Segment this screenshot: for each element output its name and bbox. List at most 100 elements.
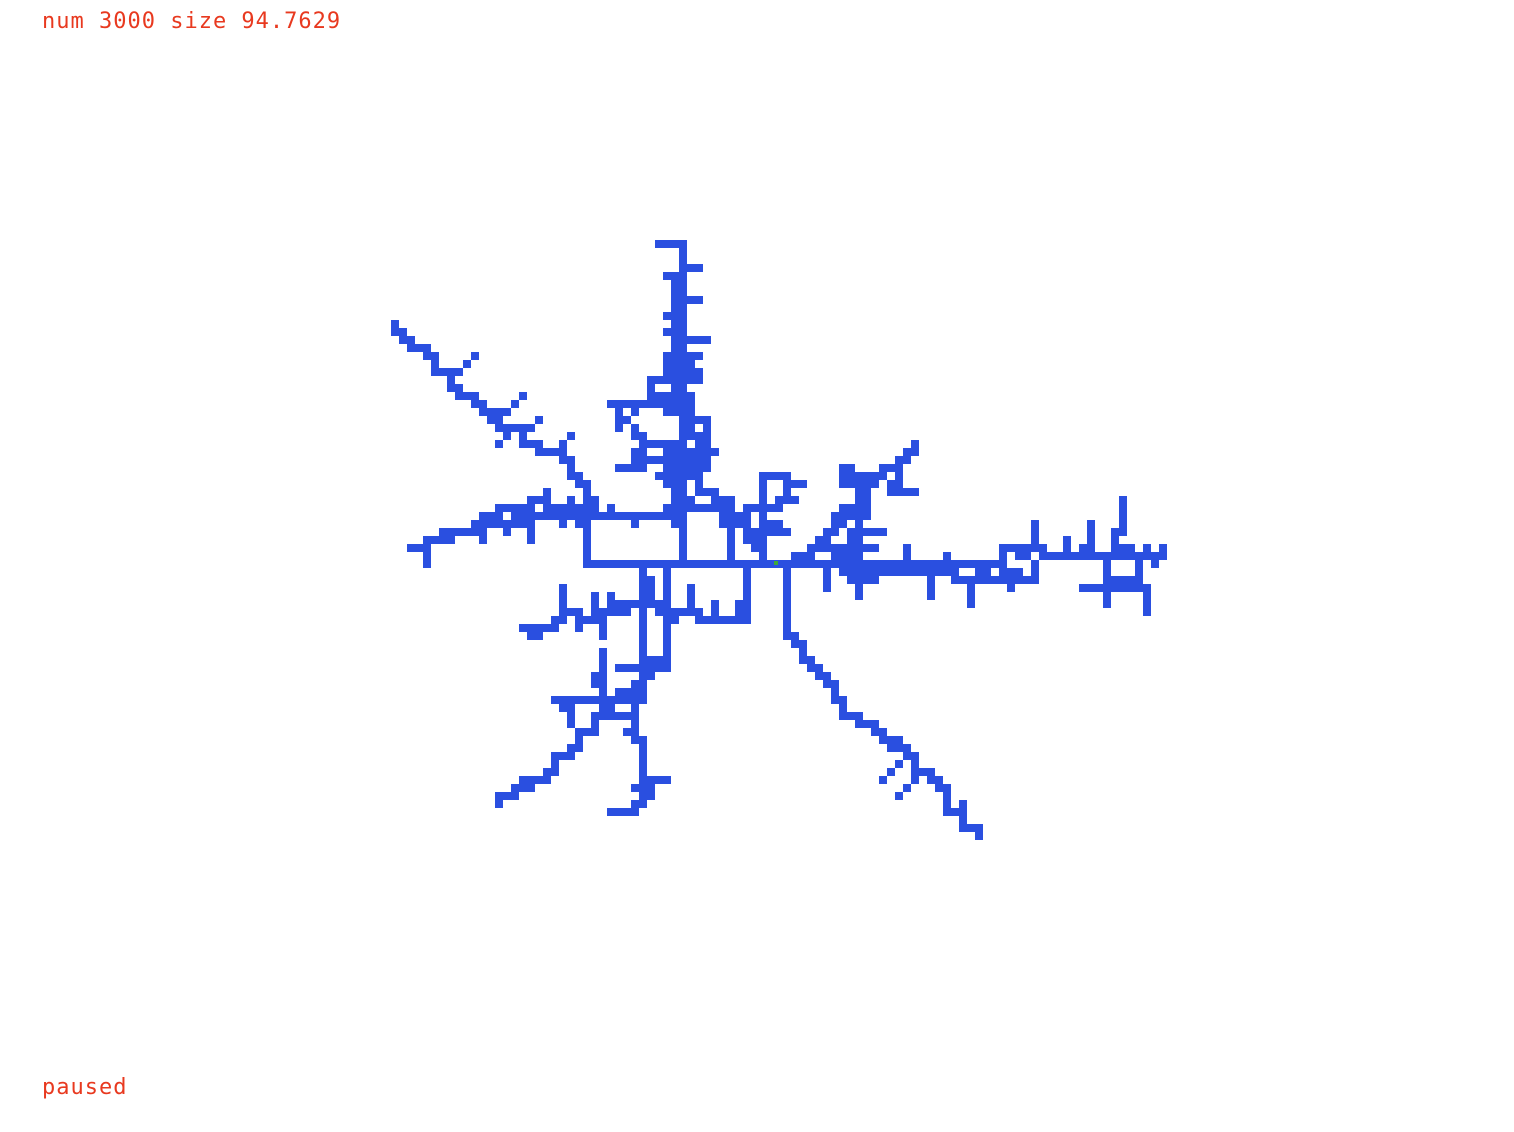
- particle: [1127, 544, 1135, 552]
- particle: [647, 584, 655, 592]
- particle: [679, 448, 687, 456]
- particle: [855, 568, 863, 576]
- particle: [471, 352, 479, 360]
- particle: [583, 528, 591, 536]
- particle: [487, 408, 495, 416]
- particle: [639, 736, 647, 744]
- particle: [839, 520, 847, 528]
- particle: [831, 528, 839, 536]
- particle: [799, 648, 807, 656]
- particle: [727, 616, 735, 624]
- particle: [1079, 584, 1087, 592]
- particle: [887, 736, 895, 744]
- particle: [671, 344, 679, 352]
- particle: [687, 368, 695, 376]
- particle: [687, 336, 695, 344]
- particle: [679, 544, 687, 552]
- particle: [855, 496, 863, 504]
- particle: [423, 352, 431, 360]
- particle: [535, 776, 543, 784]
- particle: [719, 504, 727, 512]
- particle: [671, 272, 679, 280]
- particle: [807, 664, 815, 672]
- particle: [943, 800, 951, 808]
- particle: [1111, 528, 1119, 536]
- particle: [607, 696, 615, 704]
- particle: [695, 376, 703, 384]
- particle: [511, 784, 519, 792]
- particle: [975, 832, 983, 840]
- particle: [639, 800, 647, 808]
- particle: [759, 480, 767, 488]
- particle: [479, 400, 487, 408]
- particle: [695, 368, 703, 376]
- particle: [591, 696, 599, 704]
- particle: [543, 488, 551, 496]
- particle: [831, 688, 839, 696]
- particle: [463, 360, 471, 368]
- particle: [503, 408, 511, 416]
- particle: [687, 608, 695, 616]
- particle: [1151, 560, 1159, 568]
- particle: [703, 616, 711, 624]
- particle: [575, 728, 583, 736]
- particle: [559, 600, 567, 608]
- particle: [1031, 528, 1039, 536]
- particle: [663, 624, 671, 632]
- particle: [871, 560, 879, 568]
- particle: [727, 520, 735, 528]
- particle: [759, 512, 767, 520]
- particle: [695, 440, 703, 448]
- particle: [895, 456, 903, 464]
- particle: [1047, 552, 1055, 560]
- particle: [815, 672, 823, 680]
- particle: [879, 728, 887, 736]
- particle: [591, 504, 599, 512]
- particle: [663, 240, 671, 248]
- particle: [607, 560, 615, 568]
- particle: [519, 520, 527, 528]
- particle: [679, 400, 687, 408]
- particle: [687, 432, 695, 440]
- particle: [607, 808, 615, 816]
- particle: [847, 552, 855, 560]
- particle: [815, 536, 823, 544]
- particle: [951, 576, 959, 584]
- particle: [663, 472, 671, 480]
- particle: [791, 640, 799, 648]
- particle: [679, 520, 687, 528]
- particle: [567, 504, 575, 512]
- particle: [783, 608, 791, 616]
- particle: [687, 584, 695, 592]
- particle: [911, 768, 919, 776]
- particle: [591, 728, 599, 736]
- particle: [1031, 576, 1039, 584]
- particle: [519, 504, 527, 512]
- particle: [679, 304, 687, 312]
- particle: [615, 416, 623, 424]
- particle: [719, 512, 727, 520]
- particle: [599, 696, 607, 704]
- particle: [1151, 552, 1159, 560]
- particle: [623, 464, 631, 472]
- particle: [535, 440, 543, 448]
- particle: [575, 608, 583, 616]
- particle: [599, 712, 607, 720]
- particle: [935, 776, 943, 784]
- particle: [679, 528, 687, 536]
- particle: [623, 400, 631, 408]
- particle: [615, 696, 623, 704]
- particle: [951, 808, 959, 816]
- particle: [1103, 592, 1111, 600]
- particle: [671, 400, 679, 408]
- particle: [959, 576, 967, 584]
- particle: [991, 560, 999, 568]
- particle: [823, 576, 831, 584]
- particle: [495, 416, 503, 424]
- particle: [495, 512, 503, 520]
- particle: [743, 576, 751, 584]
- particle: [823, 568, 831, 576]
- particle: [519, 424, 527, 432]
- particle: [1119, 496, 1127, 504]
